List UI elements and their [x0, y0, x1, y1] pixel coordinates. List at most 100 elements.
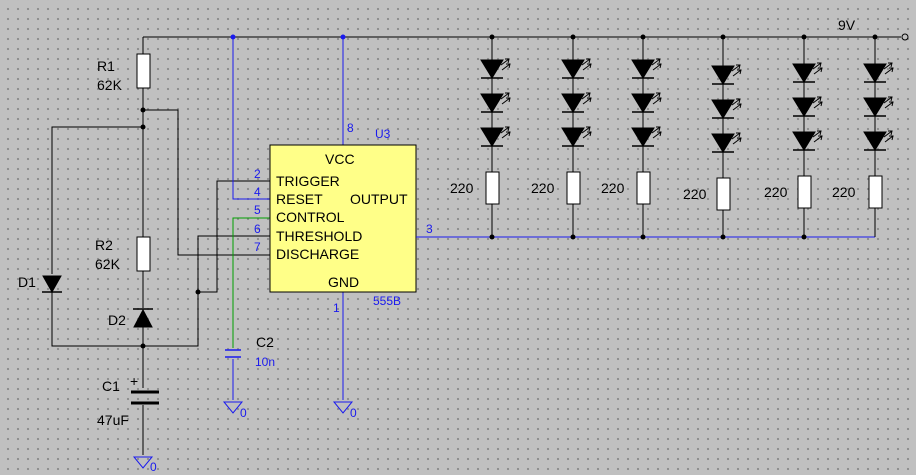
junction-dot — [801, 234, 807, 240]
pin-number-8: 8 — [347, 121, 354, 135]
pin-number-6: 6 — [254, 222, 261, 236]
led-string-5 — [792, 34, 823, 240]
led-resistor-value: 220 — [832, 184, 856, 200]
pin-reset-label: RESET — [276, 191, 323, 207]
led-resistor — [485, 171, 500, 205]
junction-dot — [195, 289, 201, 295]
supply-terminal-icon — [901, 33, 909, 41]
junction-dot — [801, 34, 807, 40]
diode-d2 — [133, 308, 153, 388]
led-icon — [792, 96, 823, 117]
ground-label: 0 — [150, 460, 157, 474]
capacitor-c2 — [225, 349, 241, 400]
c2-ref: C2 — [256, 334, 274, 350]
led-string-1 — [480, 34, 511, 240]
led-icon — [480, 58, 511, 79]
ground-icon — [132, 456, 154, 469]
reset-wire — [232, 37, 270, 200]
led-string-2 — [561, 34, 592, 240]
led-icon — [711, 98, 742, 119]
junction-dot — [720, 34, 726, 40]
led-resistor — [636, 171, 651, 205]
led-resistor — [566, 171, 581, 205]
d2-ref: D2 — [108, 312, 126, 328]
junction-dot — [570, 234, 576, 240]
supply-label: 9V — [838, 17, 856, 33]
d1-ref: D1 — [18, 274, 36, 290]
pin-discharge-label: DISCHARGE — [276, 246, 359, 262]
led-icon — [480, 92, 511, 113]
junction-dot — [570, 34, 576, 40]
led-icon — [863, 62, 894, 83]
junction-dot — [640, 234, 646, 240]
led-icon — [711, 64, 742, 85]
ground-icon — [332, 401, 354, 414]
pin-number-4: 4 — [254, 185, 261, 199]
led-string-4 — [711, 34, 742, 240]
junction-dot — [489, 234, 495, 240]
led-string-3 — [631, 34, 662, 240]
ic-ref: U3 — [375, 127, 391, 141]
supply-rail — [143, 33, 909, 41]
ic-555-body — [269, 144, 417, 293]
led-icon — [792, 130, 823, 151]
ground-label: 0 — [350, 406, 357, 420]
junction-dot — [489, 34, 495, 40]
pin-gnd-label: GND — [328, 274, 359, 290]
capacitor-c1 — [131, 390, 159, 455]
control-wire — [232, 217, 270, 348]
r1-ref: R1 — [97, 58, 115, 74]
diode-d1 — [42, 126, 270, 347]
pin-threshold-label: THRESHOLD — [276, 228, 362, 244]
led-icon — [561, 58, 592, 79]
led-icon — [631, 92, 662, 113]
led-icon — [863, 130, 894, 151]
led-icon — [561, 126, 592, 147]
led-resistor-value: 220 — [601, 180, 625, 196]
pin-number-2: 2 — [254, 167, 261, 181]
led-resistor — [716, 177, 731, 211]
pin-vcc-label: VCC — [325, 151, 355, 167]
led-string-6 — [863, 34, 894, 237]
resistor-r1 — [136, 37, 151, 237]
led-resistor — [868, 175, 883, 209]
ic-part: 555B — [373, 294, 401, 308]
pin-number-7: 7 — [254, 240, 261, 254]
pin-number-3: 3 — [426, 222, 433, 236]
c1-polarity: + — [130, 373, 138, 389]
led-icon — [631, 126, 662, 147]
led-resistor — [797, 175, 812, 209]
pin-control-label: CONTROL — [276, 209, 345, 225]
ground-icon — [222, 401, 244, 414]
pin-trigger-label: TRIGGER — [276, 173, 340, 189]
c1-ref: C1 — [102, 378, 120, 394]
led-icon — [561, 92, 592, 113]
junction-dot — [230, 34, 236, 40]
led-resistor-value: 220 — [531, 180, 555, 196]
led-icon — [711, 132, 742, 153]
led-icon — [792, 62, 823, 83]
junction-dot — [720, 234, 726, 240]
led-resistor-value: 220 — [450, 180, 474, 196]
trigger-wire — [198, 180, 270, 293]
discharge-wire — [143, 109, 270, 256]
junction-dot — [340, 34, 346, 40]
led-resistor-value: 220 — [683, 186, 707, 202]
c2-value: 10n — [255, 355, 275, 369]
ground-label: 0 — [240, 406, 247, 420]
led-icon — [863, 96, 894, 117]
junction-dot — [640, 34, 646, 40]
resistor-r2 — [136, 236, 151, 308]
c1-value: 47uF — [97, 412, 129, 428]
pin-output-label: OUTPUT — [350, 191, 408, 207]
r2-ref: R2 — [95, 237, 113, 253]
pin-number-5: 5 — [254, 203, 261, 217]
pin-number-1: 1 — [333, 301, 340, 315]
led-icon — [631, 58, 662, 79]
led-icon — [480, 126, 511, 147]
junction-dot — [140, 343, 146, 349]
r1-value: 62K — [97, 77, 123, 93]
led-resistor-value: 220 — [764, 184, 788, 200]
r2-value: 62K — [95, 256, 121, 272]
